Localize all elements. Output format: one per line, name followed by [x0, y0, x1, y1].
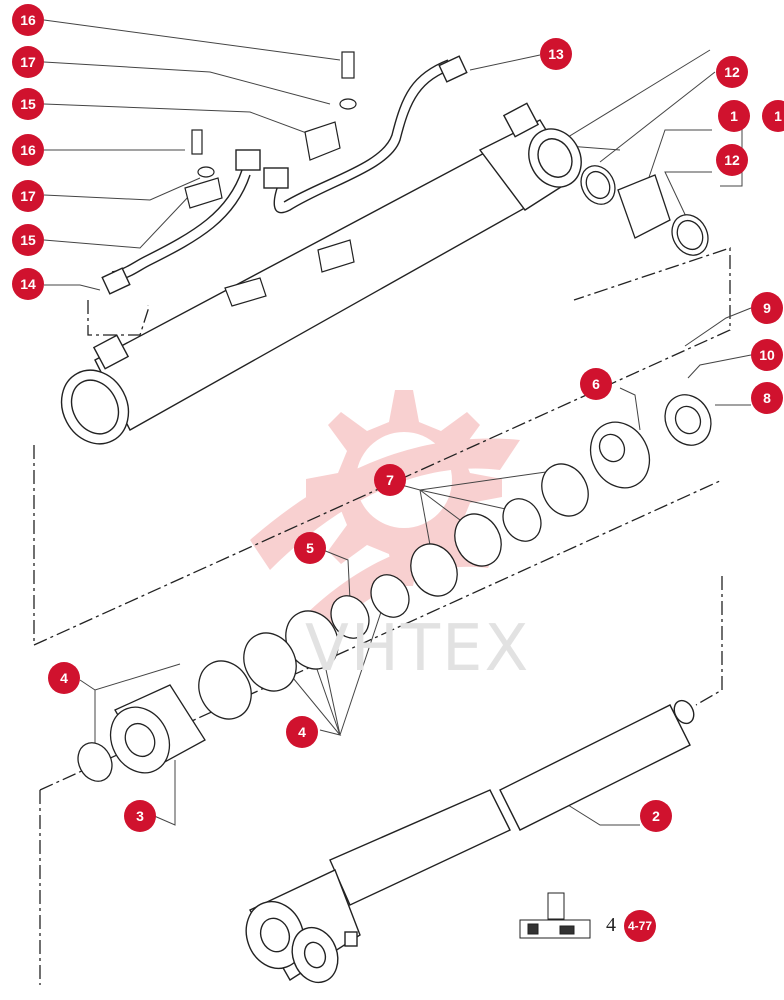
- callout-17-lower[interactable]: 17: [12, 180, 44, 212]
- callout-6[interactable]: 6: [580, 368, 612, 400]
- cylinder-barrel: [60, 102, 582, 445]
- callout-17-upper[interactable]: 17: [12, 46, 44, 78]
- leader-lines: [43, 19, 752, 826]
- callout-16-upper[interactable]: 16: [12, 4, 44, 36]
- callout-10[interactable]: 10: [751, 339, 783, 371]
- hose-frame-line: [87, 300, 149, 336]
- assembly-frame-lines: [33, 247, 731, 985]
- watermark-text: VHTEX: [305, 612, 531, 686]
- callout-8[interactable]: 8: [751, 382, 783, 414]
- callout-15-lower[interactable]: 15: [12, 224, 44, 256]
- callout-4-77[interactable]: 4-77: [624, 910, 656, 942]
- watermark-gear-icon: [250, 390, 520, 640]
- lower-frame-right-line: [695, 576, 723, 706]
- callout-7[interactable]: 7: [374, 464, 406, 496]
- callout-15-upper[interactable]: 15: [12, 88, 44, 120]
- callout-16-lower[interactable]: 16: [12, 134, 44, 166]
- reference-prefix-text: 4: [606, 914, 616, 936]
- callout-14[interactable]: 14: [12, 268, 44, 300]
- callout-9[interactable]: 9: [751, 292, 783, 324]
- piston-rod: [245, 699, 695, 984]
- callout-4-left[interactable]: 4: [48, 662, 80, 694]
- callout-12-upper[interactable]: 12: [716, 56, 748, 88]
- callout-12-lower[interactable]: 12: [716, 144, 748, 176]
- callout-2[interactable]: 2: [640, 800, 672, 832]
- callout-1-right[interactable]: 1: [762, 100, 784, 132]
- reference-thumbnail-icon: [519, 892, 591, 939]
- end-seals: [580, 165, 709, 256]
- callout-5[interactable]: 5: [294, 532, 326, 564]
- callout-13[interactable]: 13: [540, 38, 572, 70]
- callout-3[interactable]: 3: [124, 800, 156, 832]
- clamps-and-bolts: [184, 51, 357, 307]
- hydraulic-tubes: [101, 55, 468, 295]
- callout-4-center[interactable]: 4: [286, 716, 318, 748]
- callout-1-left[interactable]: 1: [718, 100, 750, 132]
- upper-frame-line: [33, 247, 731, 647]
- piston-parts: [77, 394, 712, 782]
